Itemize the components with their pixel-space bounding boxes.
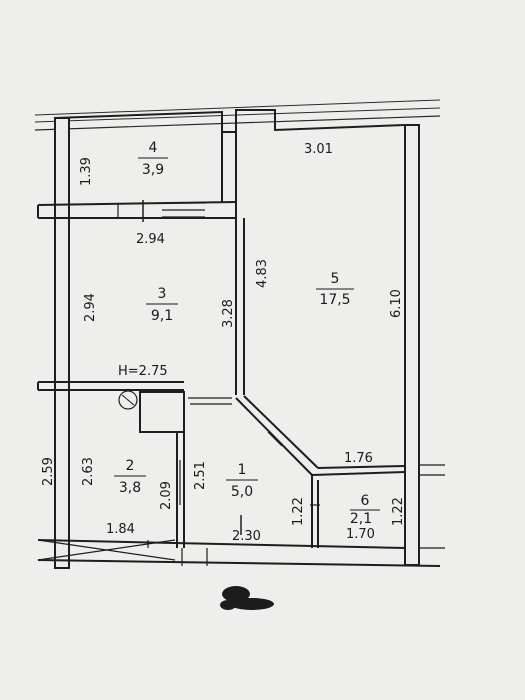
room-3-area: 9,1 [151, 308, 173, 324]
dim-room3-top-width: 2.94 [136, 232, 165, 247]
top-window-strip [34, 99, 441, 131]
wall-ticks [142, 200, 242, 535]
dim-room3-right-height: 3.28 [221, 299, 236, 328]
dim-bath-left-height: 1.22 [291, 497, 306, 526]
dim-bath-top-width: 1.76 [344, 451, 373, 466]
dim-bath-width: 1.70 [346, 527, 375, 542]
room-4-number: 4 [149, 140, 158, 156]
room-2-number: 2 [126, 458, 135, 474]
dim-bottom-left-width: 1.84 [106, 522, 135, 537]
room-1-number: 1 [238, 462, 247, 478]
ceiling-height-label: H=2.75 [118, 364, 168, 379]
room-3-number: 3 [158, 286, 167, 302]
openings [37, 202, 445, 566]
dim-bottom-hall-width: 2.30 [232, 529, 261, 544]
vertical-dimensions: 1.39 2.94 3.28 4.83 6.10 2.59 2.63 2.09 … [41, 157, 406, 526]
dim-room2-right-height: 2.09 [159, 481, 174, 510]
dim-outer-left-height: 2.59 [41, 457, 56, 486]
dim-hall-left-height: 2.51 [193, 461, 208, 490]
dim-room4-height: 1.39 [79, 157, 94, 186]
room-5-area: 17,5 [319, 292, 350, 308]
dim-top-right-width: 3.01 [304, 142, 333, 157]
room-labels: 4 3,9 3 9,1 5 17,5 2 3,8 1 5,0 6 2,1 [114, 140, 380, 527]
dim-room5-right-height: 6.10 [389, 289, 404, 318]
room-1-area: 5,0 [231, 484, 253, 500]
room-5-number: 5 [331, 271, 340, 287]
room-6-area: 2,1 [350, 511, 372, 527]
walls [37, 109, 441, 569]
room-4-area: 3,9 [142, 162, 164, 178]
dim-bath-right-height: 1.22 [391, 497, 406, 526]
room-2-area: 3,8 [119, 480, 141, 496]
kitchen-unit [118, 390, 185, 548]
dim-room3-left-height: 2.94 [83, 293, 98, 322]
dim-room5-left-height: 4.83 [255, 259, 270, 288]
room-6-number: 6 [361, 493, 370, 509]
redaction-mark [220, 586, 274, 610]
horizontal-dimensions: 3.01 2.94 1.76 1.84 2.30 1.70 [106, 142, 375, 544]
dim-room2-left-height: 2.63 [81, 457, 96, 486]
